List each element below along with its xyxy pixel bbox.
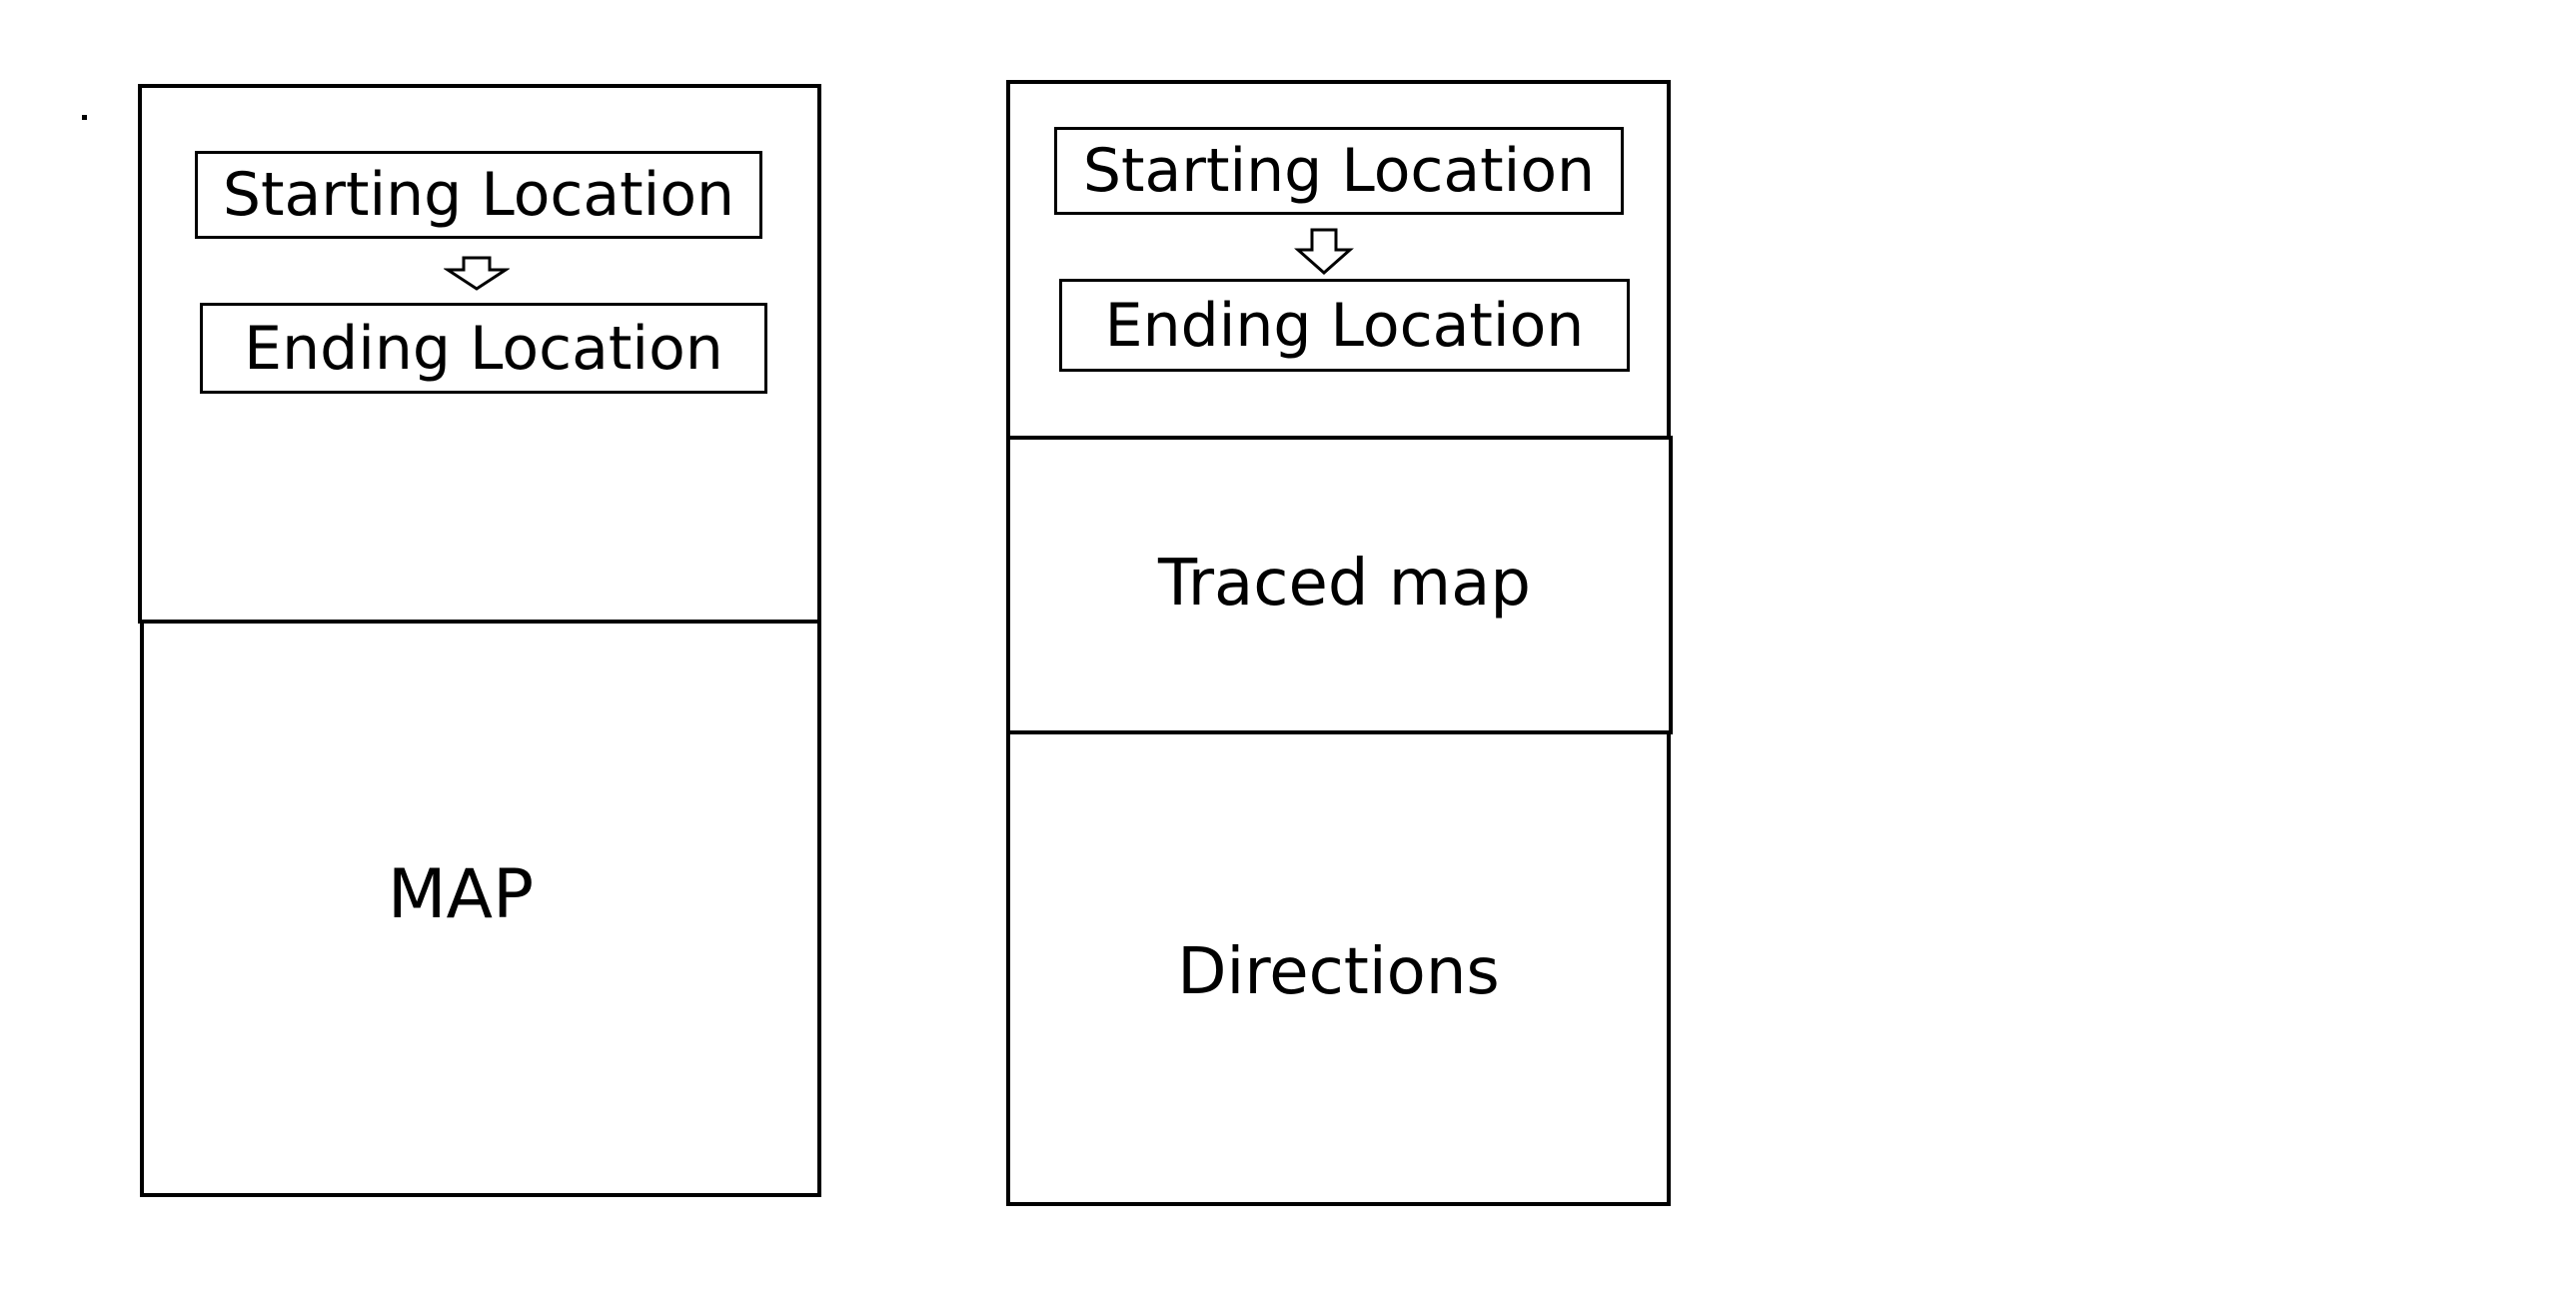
left-map-panel[interactable]: MAP [140,620,821,1197]
right-ending-location-input[interactable]: Ending Location [1059,279,1630,372]
left-starting-location-input[interactable]: Starting Location [195,151,762,239]
traced-map-label: Traced map [1158,547,1531,621]
directions-label: Directions [1177,935,1500,1009]
left-ending-location-input[interactable]: Ending Location [200,303,767,394]
map-label: MAP [387,855,535,934]
stray-dot [82,115,87,120]
directions-panel: Directions [1006,730,1671,1206]
left-ending-location-label: Ending Location [244,313,723,384]
traced-map-panel[interactable]: Traced map [1006,436,1673,734]
left-starting-location-label: Starting Location [222,160,735,230]
down-arrow-icon [444,256,510,291]
right-ending-location-label: Ending Location [1104,290,1585,361]
down-arrow-icon [1294,228,1354,276]
right-starting-location-label: Starting Location [1082,136,1596,206]
right-starting-location-input[interactable]: Starting Location [1054,127,1624,215]
